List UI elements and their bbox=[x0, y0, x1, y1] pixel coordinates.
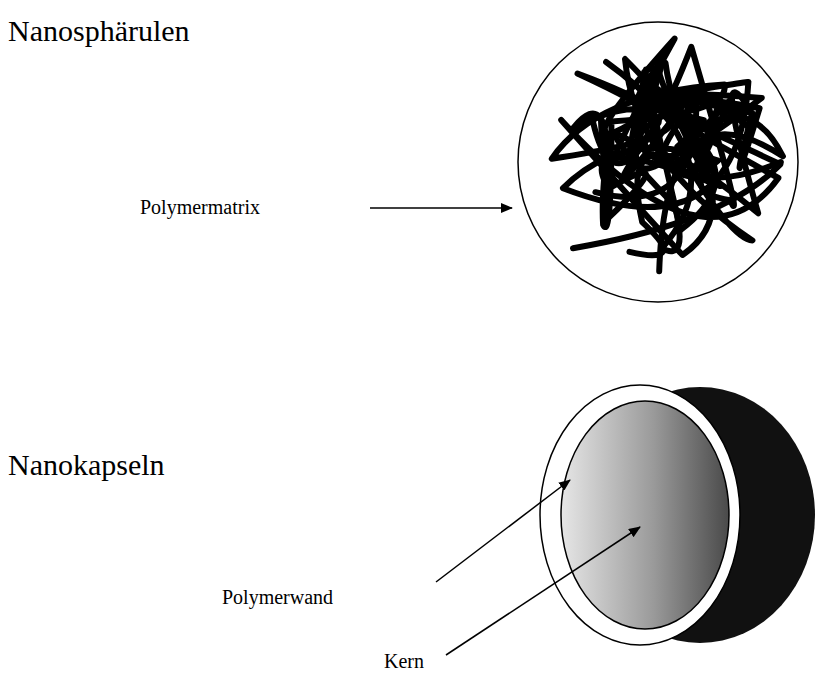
capsule-wall bbox=[540, 385, 740, 645]
section-heading: Nanokapseln bbox=[8, 448, 165, 483]
polymer-tangle bbox=[552, 39, 783, 272]
leader-line bbox=[446, 527, 640, 655]
polymer-strand bbox=[574, 39, 731, 230]
section-heading: Nanosphärulen bbox=[8, 14, 190, 49]
sphere-outline bbox=[518, 22, 798, 302]
part-label: Polymermatrix bbox=[140, 196, 260, 219]
polymer-strand bbox=[561, 59, 783, 271]
leader-line bbox=[436, 480, 570, 582]
part-label: Kern bbox=[384, 650, 424, 673]
capsule-core bbox=[561, 401, 729, 629]
part-label: Polymerwand bbox=[222, 586, 333, 609]
leader-line bbox=[370, 207, 512, 209]
polymer-strand bbox=[606, 60, 758, 255]
